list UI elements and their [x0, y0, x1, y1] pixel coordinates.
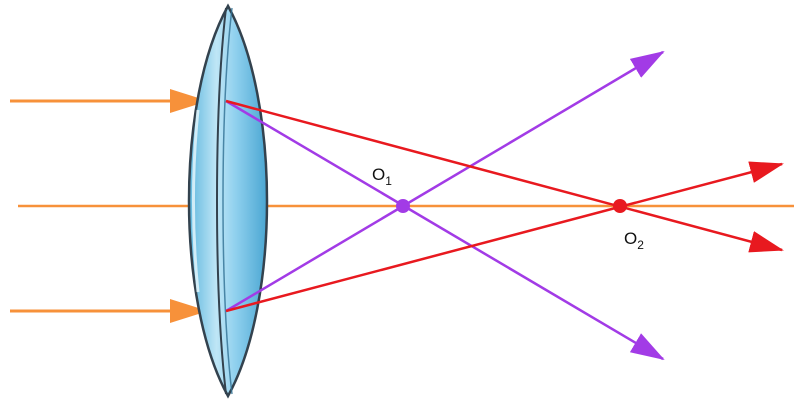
incident-ray-top	[10, 89, 208, 113]
label-o2: O2	[624, 229, 644, 252]
label-o1-letter: O	[372, 165, 385, 184]
convex-lens	[187, 3, 269, 399]
label-o2-subscript: 2	[637, 238, 644, 252]
red-ray-lower	[225, 161, 784, 313]
label-o2-letter: O	[624, 229, 637, 248]
red-ray-upper	[225, 99, 784, 253]
focal-point-o2	[613, 199, 627, 213]
label-o1: O1	[372, 165, 392, 188]
incident-ray-bottom	[10, 299, 208, 323]
violet-ray-lower	[225, 50, 665, 313]
focal-point-o1	[396, 199, 410, 213]
label-o1-subscript: 1	[385, 174, 392, 188]
violet-ray-upper	[225, 99, 665, 361]
